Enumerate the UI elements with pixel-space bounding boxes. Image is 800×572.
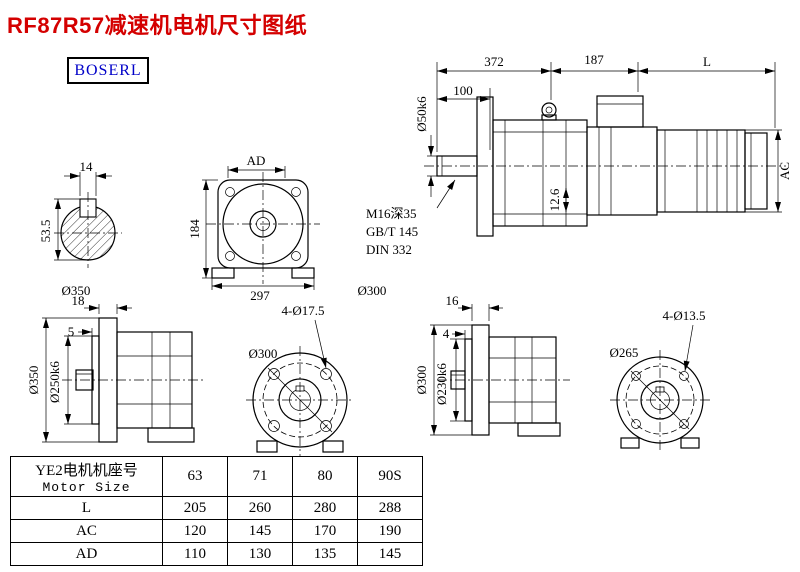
- gearbox-front-view: AD 184 297 Ø300: [187, 153, 386, 303]
- dim-L-label: L: [703, 54, 711, 69]
- dim-100-label: 100: [453, 83, 473, 98]
- dim-372-label: 372: [484, 54, 504, 69]
- dim-18-label: 18: [72, 293, 85, 308]
- key-width-label: 14: [80, 159, 94, 174]
- value-cell: 145: [227, 519, 293, 543]
- thread-note: M16深35: [366, 206, 417, 221]
- technical-drawing: 372 187 L 100 Ø50k6 AC 12.6 M16深35 GB/T …: [26, 52, 792, 457]
- value-cell: 130: [227, 542, 293, 566]
- face-dia-label: Ø265: [610, 345, 639, 360]
- dim-4-label: 4: [443, 326, 450, 341]
- value-cell: 120: [162, 519, 228, 543]
- bolt-circle-dia-label: Ø300: [249, 346, 278, 361]
- bolt-holes-label: 4-Ø13.5: [663, 308, 706, 323]
- value-cell: 135: [292, 542, 358, 566]
- dim-12-6-label: 12.6: [547, 188, 562, 211]
- value-cell: 110: [162, 542, 228, 566]
- dim-AD-label: AD: [247, 153, 266, 168]
- dim-297-label: 297: [250, 288, 270, 303]
- table-row-L: L 205 260 280 288: [10, 496, 423, 520]
- value-cell: 170: [292, 519, 358, 543]
- size-column-63: 63: [162, 456, 228, 497]
- size-column-71: 71: [227, 456, 293, 497]
- assembly-side-view: 372 187 L 100 Ø50k6 AC 12.6 M16深35 GB/T …: [366, 52, 792, 257]
- dim-16-label: 16: [446, 293, 460, 308]
- motor-size-header-cell: YE2电机机座号 Motor Size: [10, 456, 163, 497]
- dim-184-label: 184: [187, 219, 202, 239]
- flange-view-350: 18 5 Ø350 Ø250k6 Ø300 4-Ø17.5: [26, 293, 354, 457]
- din-standard-note: DIN 332: [366, 242, 412, 257]
- dia-300-label: Ø300: [358, 283, 387, 298]
- dim-5-label: 5: [68, 324, 75, 339]
- size-column-80: 80: [292, 456, 358, 497]
- gb-standard-note: GB/T 145: [366, 224, 418, 239]
- flange-spigot-dia-label: Ø230k6: [434, 363, 449, 405]
- table-row-AC: AC 120 145 170 190: [10, 519, 423, 543]
- row-label-AC: AC: [10, 519, 163, 543]
- flange-spigot-dia-label: Ø250k6: [47, 361, 62, 403]
- row-label-L: L: [10, 496, 163, 520]
- size-column-90S: 90S: [357, 456, 423, 497]
- value-cell: 280: [292, 496, 358, 520]
- motor-size-header-cn: YE2电机机座号: [35, 462, 138, 479]
- shaft-section-view: 14 53.5 Ø350: [38, 159, 122, 298]
- value-cell: 145: [357, 542, 423, 566]
- dim-AC-label: AC: [777, 162, 792, 180]
- shaft-dia-label: Ø50k6: [414, 96, 429, 132]
- value-cell: 205: [162, 496, 228, 520]
- table-header-row: YE2电机机座号 Motor Size 63 71 80 90S: [10, 456, 423, 497]
- dia-350-label: Ø350: [62, 283, 91, 298]
- flange-outer-dia-label: Ø300: [414, 366, 429, 395]
- brand-logo: BOSERL: [67, 57, 149, 84]
- value-cell: 190: [357, 519, 423, 543]
- bolt-holes-label: 4-Ø17.5: [282, 303, 325, 318]
- motor-size-table: YE2电机机座号 Motor Size 63 71 80 90S L 205 2…: [10, 456, 423, 566]
- table-row-AD: AD 110 130 135 145: [10, 542, 423, 566]
- value-cell: 288: [357, 496, 423, 520]
- row-label-AD: AD: [10, 542, 163, 566]
- flange-outer-dia-label: Ø350: [26, 366, 41, 395]
- shaft-height-label: 53.5: [38, 220, 53, 243]
- value-cell: 260: [227, 496, 293, 520]
- flange-view-300: 16 4 Ø300 Ø230k6 Ø265 4-Ø13.5: [414, 293, 710, 453]
- dim-187-label: 187: [584, 52, 604, 67]
- page-title: RF87R57减速机电机尺寸图纸: [7, 13, 308, 38]
- motor-size-header-en: Motor Size: [42, 479, 131, 495]
